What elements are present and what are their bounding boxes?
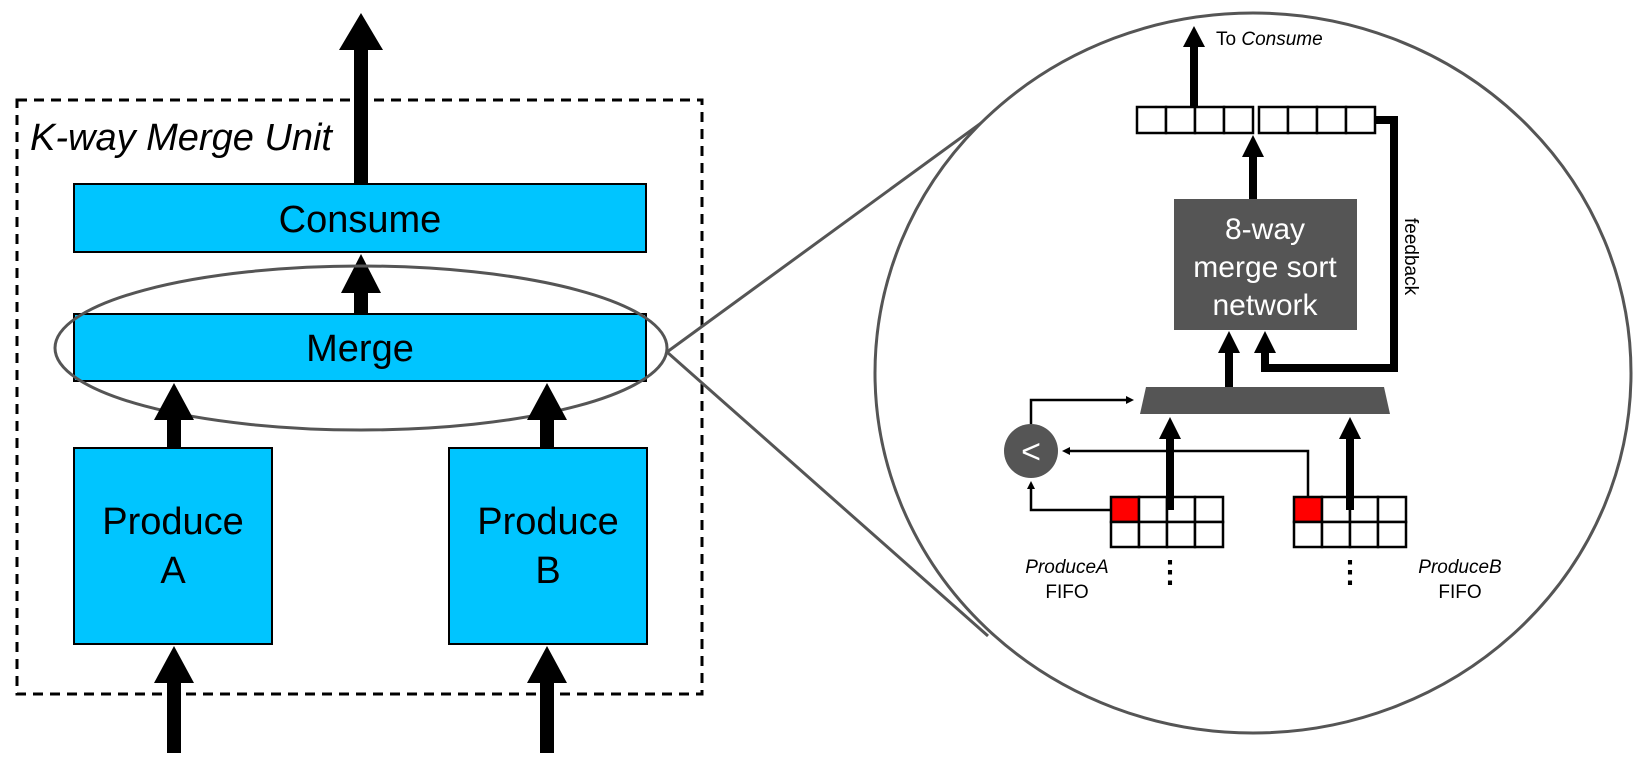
to-consume-arrow [1183, 26, 1205, 134]
svg-text:8-way: 8-way [1225, 213, 1305, 246]
merge-block [73, 313, 647, 382]
network-label-line2: merge sort [1193, 251, 1337, 284]
comparator [1004, 424, 1058, 478]
fifo-a-to-comparator-line [1027, 481, 1111, 512]
to-consume-target: Consume [1241, 29, 1322, 50]
svg-text:To Consume: To Consume [1216, 29, 1323, 50]
produce-b-to-merge-arrow [527, 383, 567, 448]
consume-block [73, 183, 647, 253]
unit-title: K-way Merge Unit [30, 117, 333, 159]
merge-label: Merge [306, 328, 414, 370]
fifo-b-buffer [1292, 495, 1408, 549]
produce-a-label: Produce [102, 501, 244, 543]
fifo-a-to-mux-arrow [1159, 417, 1181, 510]
input-arrow-a [154, 646, 194, 753]
produce-a-block [73, 447, 273, 645]
feedback-path [1254, 116, 1398, 372]
svg-text:Produce: Produce [477, 501, 619, 543]
svg-text:Produce: Produce [102, 501, 244, 543]
svg-text:network: network [1212, 289, 1318, 322]
produce-b-label: Produce [477, 501, 619, 543]
fifo-b-suffix: FIFO [1438, 582, 1481, 603]
comparator-to-mux-line [1029, 396, 1134, 424]
output-arrow [339, 13, 383, 184]
fifo-a-buffer [1109, 495, 1225, 549]
consume-label: Consume [279, 199, 442, 241]
fifo-a-continuation: ⋮ [1155, 556, 1185, 589]
produce-a-letter: A [160, 550, 186, 592]
merge-highlight-ellipse [53, 264, 669, 432]
comparator-symbol: < [1021, 433, 1041, 471]
fifo-b-head-element [1292, 495, 1324, 524]
fifo-b-continuation: ⋮ [1335, 556, 1365, 589]
fifo-b-to-comparator-line [1062, 447, 1310, 497]
mux-to-network-arrow [1218, 331, 1240, 387]
feedback-label: feedback [1400, 218, 1421, 296]
input-arrow-b [527, 646, 567, 753]
produce-b-block [448, 447, 648, 645]
merge-to-consume-arrow [341, 254, 381, 314]
merge-sort-network [1174, 199, 1357, 330]
svg-text:A: A [160, 550, 186, 592]
output-buffer [1135, 105, 1377, 135]
network-to-buffer-arrow [1242, 135, 1264, 199]
zoom-connector-bottom [666, 350, 989, 638]
network-label-line3: network [1212, 289, 1318, 322]
zoom-detail-circle [873, 11, 1633, 735]
fifo-b-name: ProduceB [1418, 557, 1502, 578]
produce-a-to-merge-arrow [154, 383, 194, 448]
to-consume-prefix: To [1216, 29, 1241, 50]
fifo-a-head-element [1109, 495, 1141, 524]
fifo-a-name: ProduceA [1025, 557, 1108, 578]
network-label-line1: 8-way [1225, 213, 1305, 246]
svg-text:B: B [535, 550, 560, 592]
fifo-b-to-mux-arrow [1339, 417, 1361, 510]
svg-text:merge sort: merge sort [1193, 251, 1337, 284]
zoom-connector-top [666, 116, 989, 354]
multiplexer [1140, 387, 1390, 414]
fifo-a-suffix: FIFO [1045, 582, 1088, 603]
produce-b-letter: B [535, 550, 560, 592]
